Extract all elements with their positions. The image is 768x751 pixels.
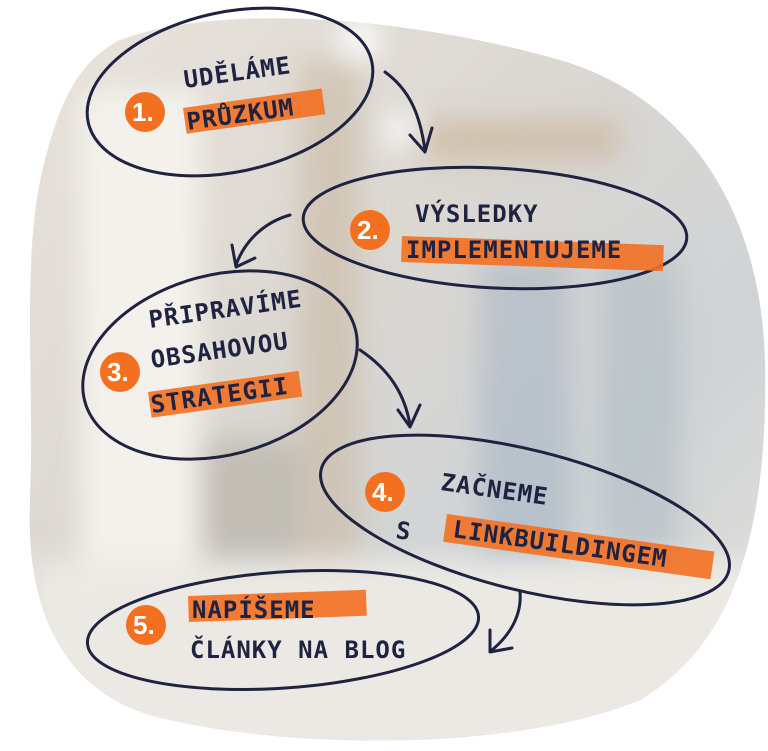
step-number-badge (126, 605, 166, 645)
step-text: ČLÁNKY NA BLOG (190, 634, 406, 664)
step-number: 5. (133, 610, 155, 640)
step-number: 3. (107, 357, 129, 387)
arrow-4-to-5 (488, 590, 522, 654)
step-text: VÝSLEDKY (415, 198, 539, 228)
step-number: 4. (372, 477, 394, 507)
step-2: 2. VÝSLEDKY IMPLEMENTUJEME (301, 165, 689, 291)
step-highlight-text: IMPLEMENTUJEME (406, 236, 622, 264)
step-number: 2. (357, 215, 379, 245)
step-number-badge (100, 352, 140, 392)
step-number-badge (365, 472, 405, 512)
step-text: S (394, 516, 413, 546)
step-number: 1. (132, 97, 154, 127)
arrow-2-to-3 (230, 213, 292, 269)
step-number-badge (350, 210, 390, 250)
step-5: 5. NAPÍŠEME ČLÁNKY NA BLOG (85, 569, 481, 691)
arrow-3-to-4 (358, 348, 422, 429)
step-highlight-text: NAPÍŠEME (192, 594, 316, 624)
step-number-badge (125, 92, 165, 132)
arrow-1-to-2 (383, 70, 434, 154)
